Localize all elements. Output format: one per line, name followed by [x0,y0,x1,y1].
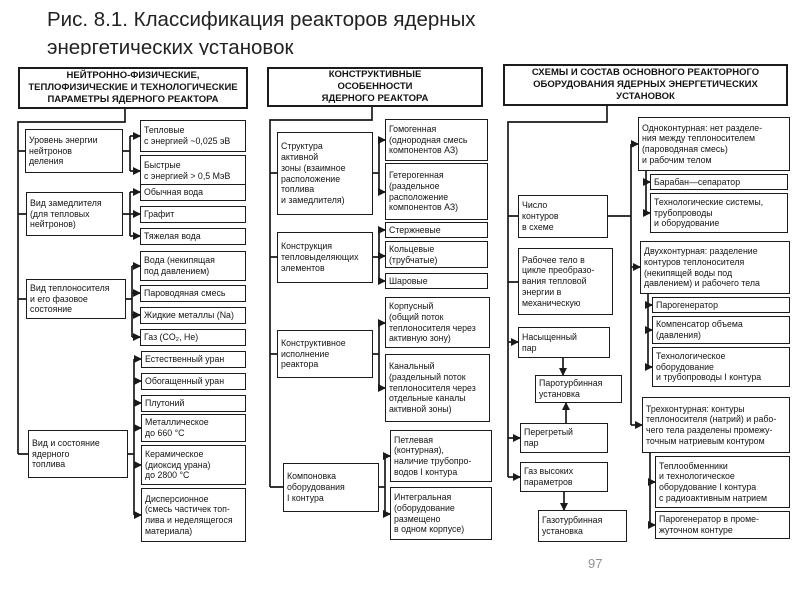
cat-fuel-element-design: Конструкция тепловыделяющих элементов [277,232,373,283]
col3-header: СХЕМЫ И СОСТАВ ОСНОВНОГО РЕАКТОРНОГО ОБО… [503,64,788,106]
scheme-triple-circuit: Трехконтурная: контуры теплоносителя (на… [642,397,790,453]
equip-steam-generator-intermediate: Парогенератор в проме- жуточном контуре [655,511,790,539]
equip-steam-generator: Парогенератор [652,297,790,313]
equip-tech-equipment-primary: Технологическое оборудование и трубопров… [652,347,790,387]
child-steam-water-mix: Пароводяная смесь [140,285,246,302]
child-spherical-elements: Шаровые [385,273,488,289]
cat-primary-circuit-layout: Компоновка оборудования I контура [283,463,379,512]
col2-header: КОНСТРУКТИВНЫЕ ОСОБЕННОСТИ ЯДЕРНОГО РЕАК… [267,67,483,107]
equip-drum-separator: Барабан—сепаратор [650,174,788,190]
col1-header: НЕЙТРОННО-ФИЗИЧЕСКИЕ, ТЕПЛОФИЗИЧЕСКИЕ И … [18,67,248,109]
figure-title: Рис. 8.1. Классификация реакторов ядерны… [47,8,476,55]
cat-neutron-energy: Уровень энергии нейтронов деления [25,129,123,173]
equip-tech-systems: Технологические системы, трубопроводы и … [650,193,788,233]
page-number: 97 [588,556,603,571]
child-ring-elements: Кольцевые (трубчатые) [385,241,488,268]
cat-fuel-type: Вид и состояние ядерного топлива [28,430,128,478]
cat-coolant-type: Вид теплоносителя и его фазовое состояни… [26,279,126,319]
scheme-single-circuit: Одноконтурная: нет разделе- ния между те… [638,117,790,171]
child-natural-uranium: Естественный уран [141,351,246,368]
child-heavy-water: Тяжелая вода [140,228,246,245]
child-pressurized-water: Вода (некипящая под давлением) [140,251,246,281]
box-working-fluid: Рабочее тело в цикле преобразо- вания те… [518,248,613,315]
equip-heat-exchangers: Теплообменники и технологическое оборудо… [655,456,790,508]
box-circuit-count: Число контуров в схеме [518,195,608,238]
child-graphite: Графит [140,206,246,223]
box-gas-turbine: Газотурбинная установка [538,510,627,542]
box-high-param-gas: Газ высоких параметров [520,462,608,492]
child-homogeneous: Гомогенная (однородная смесь компонентов… [385,119,488,161]
child-enriched-uranium: Обогащенный уран [141,373,246,390]
child-vessel-type: Корпусный (общий поток теплоносителя чер… [385,297,490,348]
child-heterogeneous: Гетерогенная (раздельное расположение ко… [385,163,488,220]
child-dispersion-fuel: Дисперсионное (смесь частичек топ- лива … [141,488,246,542]
scheme-double-circuit: Двухконтурная: разделение контуров тепло… [640,241,790,294]
child-channel-type: Канальный (раздельный поток теплоносител… [385,354,490,422]
child-ordinary-water: Обычная вода [140,184,246,201]
box-saturated-steam: Насыщенный пар [518,327,610,358]
child-loop-layout: Петлевая (контурная), наличие трубопро- … [390,430,492,482]
child-plutonium: Плутоний [141,395,246,412]
child-fast-neutrons: Быстрые с энергией > 0,5 МэВ [140,155,246,187]
box-steam-turbine: Паротурбинная установка [535,375,622,403]
child-integral-layout: Интегральная (оборудование размещено в о… [390,487,492,540]
child-rod-elements: Стержневые [385,222,488,238]
cat-reactor-design: Конструктивное исполнение реактора [277,330,373,378]
equip-volume-compensator: Компенсатор объема (давления) [652,316,790,344]
child-gas-coolant: Газ (CO₂, He) [140,329,246,346]
child-thermal-neutrons: Тепловые с энергией ~0,025 эВ [140,120,246,152]
cat-core-structure: Структура активной зоны (взаимное распол… [277,132,373,215]
child-ceramic-fuel: Керамическое (диоксид урана) до 2800 °С [141,445,246,485]
child-liquid-metals: Жидкие металлы (Na) [140,307,246,324]
child-metallic-fuel: Металлическое до 660 °С [141,414,246,442]
box-superheated-steam: Перегретый пар [520,423,608,453]
cat-moderator-type: Вид замедлителя (для тепловых нейтронов) [26,192,123,236]
